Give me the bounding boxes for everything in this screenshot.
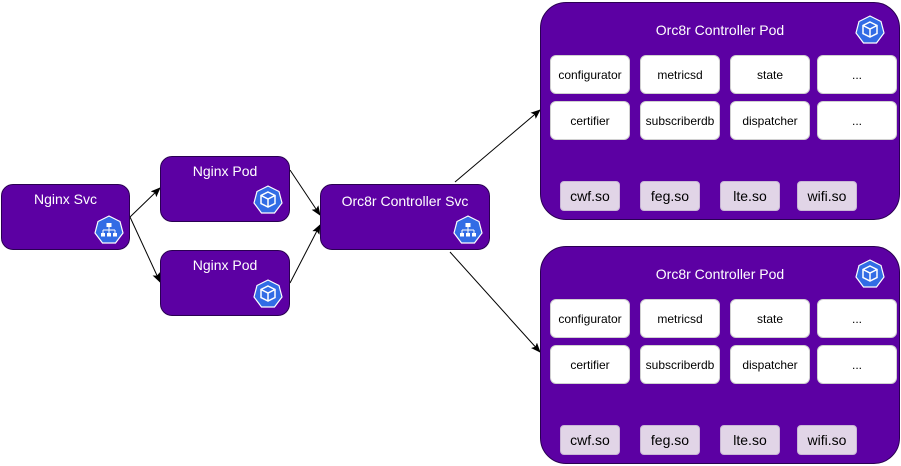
orc8r-svc-label: Orc8r Controller Svc	[341, 193, 469, 209]
orc8r-pod-2-label: Orc8r Controller Pod	[655, 266, 785, 282]
service-cell: metricsd	[640, 299, 720, 338]
edge-nginx-pod-2-to-orc8r-svc	[289, 224, 321, 284]
service-cell: state	[730, 299, 810, 338]
nginx-pod-1-label: Nginx Pod	[192, 163, 258, 179]
plugin-so: cwf.so	[560, 425, 620, 455]
plugin-so: lte.so	[720, 181, 780, 211]
edge-orc8r-svc-to-pod-2	[449, 251, 541, 353]
service-cell: ...	[817, 299, 897, 338]
orc8r-pod-1-node[interactable]: Orc8r Controller Pod configurator metric…	[540, 2, 900, 220]
service-cell: subscriberdb	[640, 345, 720, 384]
service-cell: ...	[817, 345, 897, 384]
service-cell: certifier	[550, 101, 630, 140]
service-icon	[94, 215, 124, 245]
pod-icon	[855, 15, 885, 45]
service-cell: configurator	[550, 55, 630, 94]
pod-icon	[253, 279, 283, 309]
edge-nginx-svc-to-nginx-pod-1	[129, 187, 161, 218]
service-cell: subscriberdb	[640, 101, 720, 140]
nginx-pod-2-label: Nginx Pod	[192, 257, 258, 273]
pod-icon	[855, 259, 885, 289]
plugin-so: wifi.so	[797, 425, 857, 455]
plugin-so: feg.so	[640, 181, 700, 211]
edge-nginx-pod-1-to-orc8r-svc	[289, 169, 321, 216]
plugin-so: feg.so	[640, 425, 700, 455]
nginx-svc-node[interactable]: Nginx Svc	[1, 184, 130, 250]
service-cell: state	[730, 55, 810, 94]
service-icon	[453, 215, 483, 245]
orc8r-pod-1-label: Orc8r Controller Pod	[655, 22, 785, 38]
service-cell: ...	[817, 55, 897, 94]
plugin-so: lte.so	[720, 425, 780, 455]
nginx-pod-1-node[interactable]: Nginx Pod	[160, 156, 290, 222]
service-cell: certifier	[550, 345, 630, 384]
nginx-svc-label: Nginx Svc	[33, 191, 98, 207]
service-cell: dispatcher	[730, 101, 810, 140]
pod-icon	[253, 185, 283, 215]
service-cell: ...	[817, 101, 897, 140]
edge-nginx-svc-to-nginx-pod-2	[129, 216, 161, 283]
edge-orc8r-svc-to-pod-1	[454, 109, 541, 183]
plugin-so: wifi.so	[797, 181, 857, 211]
plugin-so: cwf.so	[560, 181, 620, 211]
orc8r-pod-2-node[interactable]: Orc8r Controller Pod configurator metric…	[540, 246, 900, 464]
service-cell: dispatcher	[730, 345, 810, 384]
orc8r-svc-node[interactable]: Orc8r Controller Svc	[320, 184, 490, 250]
service-cell: configurator	[550, 299, 630, 338]
nginx-pod-2-node[interactable]: Nginx Pod	[160, 250, 290, 316]
service-cell: metricsd	[640, 55, 720, 94]
